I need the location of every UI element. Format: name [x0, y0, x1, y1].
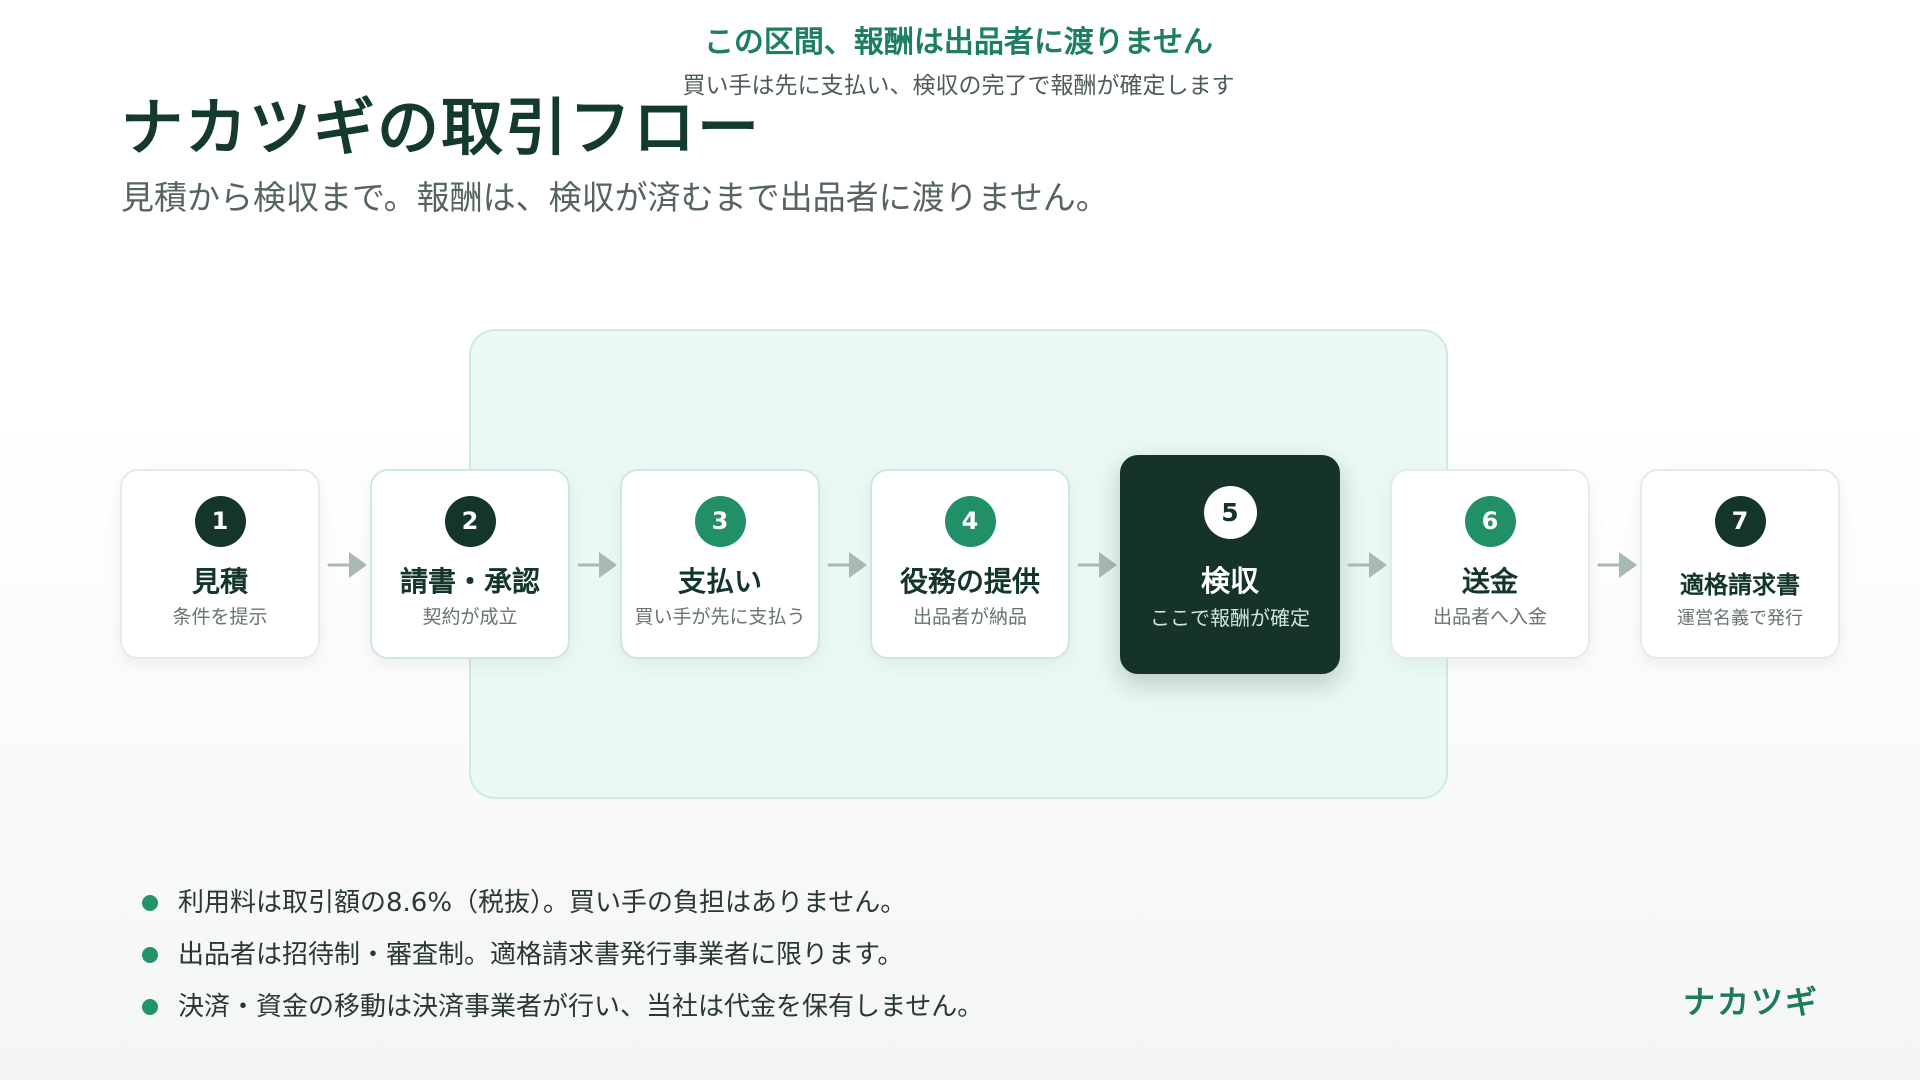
step-description: 買い手が先に支払う — [634, 606, 806, 628]
note-item: 出品者は招待制・審査制。適格請求書発行事業者に限ります。 — [138, 929, 983, 981]
note-item: 利用料は取引額の8.6%（税抜）。買い手の負担はありません。 — [138, 877, 983, 929]
step-title: 請書・承認 — [399, 565, 540, 598]
escrow-zone-title: この区間、報酬は出品者に渡りません — [703, 25, 1214, 60]
arrow-right-icon — [577, 548, 619, 582]
arrow-right-icon — [827, 548, 869, 582]
flow-step-payment: 3 支払い 買い手が先に支払う — [620, 469, 820, 659]
step-number-badge: 7 — [1714, 496, 1766, 547]
step-title: 支払い — [677, 565, 762, 598]
arrow-right-icon — [327, 548, 369, 582]
bullet-dot-icon — [142, 947, 158, 963]
step-description: 出品者へ入金 — [1432, 606, 1547, 628]
note-text: 利用料は取引額の8.6%（税抜）。買い手の負担はありません。 — [178, 888, 907, 918]
note-text: 出品者は招待制・審査制。適格請求書発行事業者に限ります。 — [178, 940, 904, 970]
bullet-dot-icon — [142, 999, 158, 1015]
step-description: ここで報酬が確定 — [1150, 606, 1310, 630]
arrow-right-icon — [1597, 548, 1639, 582]
step-title: 適格請求書 — [1680, 571, 1800, 599]
step-title: 見積 — [191, 565, 248, 598]
step-number-badge: 5 — [1203, 486, 1257, 539]
arrow-right-icon — [1347, 548, 1389, 582]
step-title: 送金 — [1461, 565, 1518, 598]
arrow-right-icon — [1077, 548, 1119, 582]
note-item: 決済・資金の移動は決済事業者が行い、当社は代金を保有しません。 — [138, 981, 983, 1033]
step-description: 契約が成立 — [422, 606, 518, 628]
escrow-zone-subtitle: 買い手は先に支払い、検収の完了で報酬が確定します — [682, 73, 1235, 99]
step-title: 検収 — [1200, 564, 1259, 598]
flow-step-remittance: 6 送金 出品者へ入金 — [1390, 469, 1590, 659]
step-title: 役務の提供 — [899, 565, 1040, 598]
step-number-badge: 2 — [444, 496, 496, 547]
notes-list: 利用料は取引額の8.6%（税抜）。買い手の負担はありません。 出品者は招待制・審… — [138, 877, 983, 1033]
flow-step-estimate: 1 見積 条件を提示 — [120, 469, 320, 659]
step-description: 出品者が納品 — [912, 606, 1027, 628]
flow-step-approval: 2 請書・承認 契約が成立 — [370, 469, 570, 659]
step-number-badge: 4 — [944, 496, 996, 547]
step-number-badge: 6 — [1464, 496, 1516, 547]
flow-step-qualified-invoice: 7 適格請求書 運営名義で発行 — [1640, 469, 1840, 659]
brand-logo: ナカツギ — [1683, 983, 1820, 1021]
step-description: 運営名義で発行 — [1677, 608, 1803, 629]
step-number-badge: 1 — [194, 496, 246, 547]
page-subtitle: 見積から検収まで。報酬は、検収が済むまで出品者に渡りません。 — [121, 178, 1109, 217]
page-title: ナカツギの取引フロー — [121, 91, 762, 164]
flow-step-service-delivery: 4 役務の提供 出品者が納品 — [870, 469, 1070, 659]
flow-step-inspection-highlight: 5 検収 ここで報酬が確定 — [1120, 455, 1340, 674]
bullet-dot-icon — [142, 895, 158, 911]
step-description: 条件を提示 — [172, 606, 268, 628]
note-text: 決済・資金の移動は決済事業者が行い、当社は代金を保有しません。 — [178, 992, 984, 1022]
step-number-badge: 3 — [694, 496, 746, 547]
